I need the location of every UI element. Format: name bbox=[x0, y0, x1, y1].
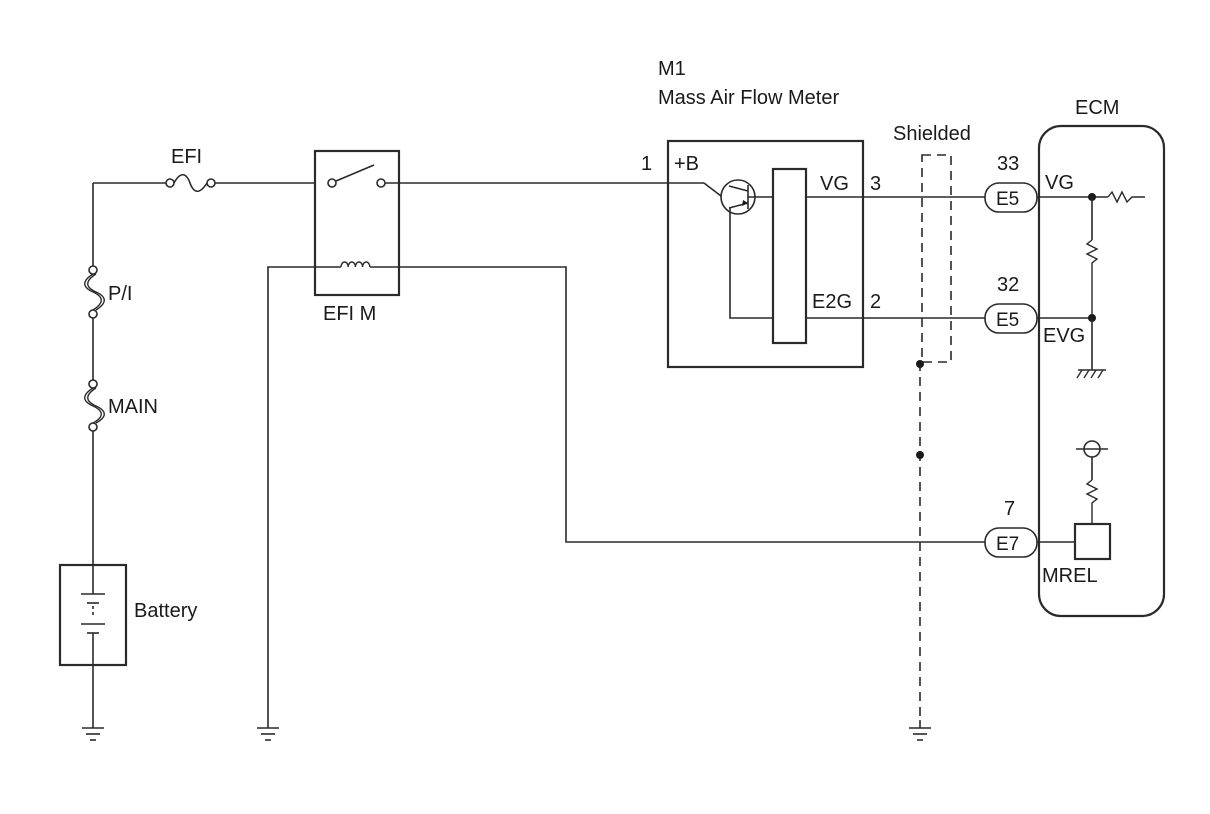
main-fuse-label: MAIN bbox=[108, 396, 158, 418]
main-fuse: MAIN bbox=[84, 379, 158, 432]
pin-vg-label: VG bbox=[820, 173, 849, 195]
power-source-icon bbox=[1076, 440, 1108, 480]
connector-pin-number: 7 bbox=[1004, 498, 1015, 520]
sensor-element bbox=[771, 167, 808, 345]
connector-e7-7: 7 E7 bbox=[984, 498, 1038, 558]
connector-id: E5 bbox=[996, 310, 1019, 331]
ecm-label: ECM bbox=[1075, 97, 1119, 119]
efi-fuse: EFI bbox=[165, 146, 216, 193]
pin-2-number: 2 bbox=[870, 291, 881, 313]
connector-e5-32: 32 E5 bbox=[984, 274, 1038, 334]
connector-id: E7 bbox=[996, 534, 1019, 555]
m1-id-label: M1 bbox=[658, 58, 686, 80]
m1-name-label: Mass Air Flow Meter bbox=[658, 87, 839, 109]
ecm: ECM VG EVG bbox=[1037, 97, 1166, 618]
resistor-icon bbox=[1107, 190, 1145, 204]
pi-fuse: P/I bbox=[84, 265, 132, 319]
chassis-ground-icon bbox=[1076, 369, 1106, 379]
resistor-icon bbox=[1085, 239, 1099, 318]
ground-icon-battery bbox=[82, 727, 104, 741]
efi-m-relay-label: EFI M bbox=[323, 303, 376, 325]
mass-air-flow-meter: M1 Mass Air Flow Meter 1 +B VG 3 E2G 2 bbox=[641, 58, 881, 369]
pin-plus-b-label: +B bbox=[674, 153, 699, 175]
connector-e5-33: 33 E5 bbox=[984, 153, 1038, 213]
pin-3-number: 3 bbox=[870, 173, 881, 195]
pin-1-number: 1 bbox=[641, 153, 652, 175]
ground-icon-shield bbox=[909, 727, 931, 741]
shield: Shielded bbox=[893, 123, 971, 728]
ecm-mrel-label: MREL bbox=[1042, 565, 1098, 587]
battery: Battery bbox=[58, 563, 197, 667]
wire-mrel bbox=[399, 266, 985, 543]
connector-pin-number: 32 bbox=[997, 274, 1019, 296]
transistor-icon bbox=[720, 179, 773, 215]
pi-fuse-label: P/I bbox=[108, 283, 132, 305]
battery-label: Battery bbox=[134, 600, 197, 622]
connector-id: E5 bbox=[996, 189, 1019, 210]
shielded-label: Shielded bbox=[893, 123, 971, 145]
pin-e2g-label: E2G bbox=[812, 291, 852, 313]
efi-fuse-label: EFI bbox=[171, 146, 202, 168]
ground-icon-relay bbox=[257, 727, 279, 741]
efi-m-relay: EFI M bbox=[313, 149, 401, 325]
connector-pin-number: 33 bbox=[997, 153, 1019, 175]
wire-relay-coil-ground bbox=[267, 266, 315, 728]
ecm-vg-label: VG bbox=[1045, 172, 1074, 194]
power-supply-chain bbox=[92, 182, 330, 728]
mrel-driver-box bbox=[1073, 522, 1112, 561]
resistor-icon bbox=[1085, 479, 1099, 524]
ecm-evg-label: EVG bbox=[1043, 325, 1085, 347]
